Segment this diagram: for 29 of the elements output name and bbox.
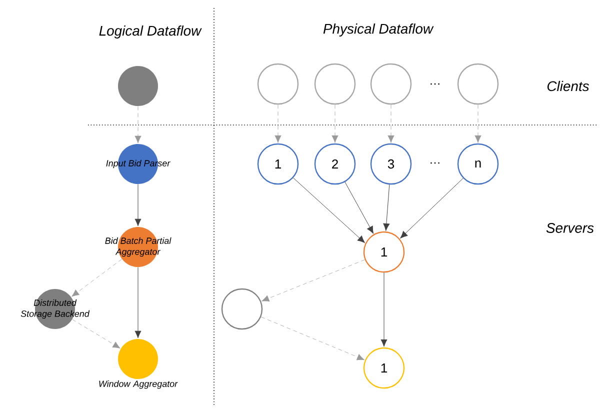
arrow xyxy=(332,104,338,143)
arrow xyxy=(134,266,142,338)
row-label: Servers xyxy=(546,223,594,233)
empty-circle xyxy=(370,63,412,105)
section-heading: Logical Dataflow xyxy=(99,26,202,38)
arrow xyxy=(380,272,388,347)
arrow xyxy=(274,104,282,143)
ellipsis: … xyxy=(430,162,440,164)
arrow xyxy=(293,178,365,243)
empty-circle xyxy=(257,63,299,105)
arrow xyxy=(260,316,365,360)
empty-circle xyxy=(457,63,499,105)
node-label: Window Aggregator xyxy=(99,380,178,389)
filled-circle xyxy=(118,66,158,106)
arrow xyxy=(72,319,120,348)
arrow xyxy=(474,104,482,143)
arrow xyxy=(388,104,394,143)
empty-circle xyxy=(314,63,356,105)
arrow xyxy=(262,259,366,302)
arrow xyxy=(72,258,122,297)
section-heading: Physical Dataflow xyxy=(323,24,434,36)
arrow xyxy=(344,182,374,234)
arrow xyxy=(383,184,390,231)
empty-circle xyxy=(221,288,263,330)
ellipsis: … xyxy=(430,83,440,85)
arrow xyxy=(134,106,142,144)
row-label: Clients xyxy=(547,80,590,92)
arrow xyxy=(134,184,142,226)
arrow xyxy=(400,178,464,238)
